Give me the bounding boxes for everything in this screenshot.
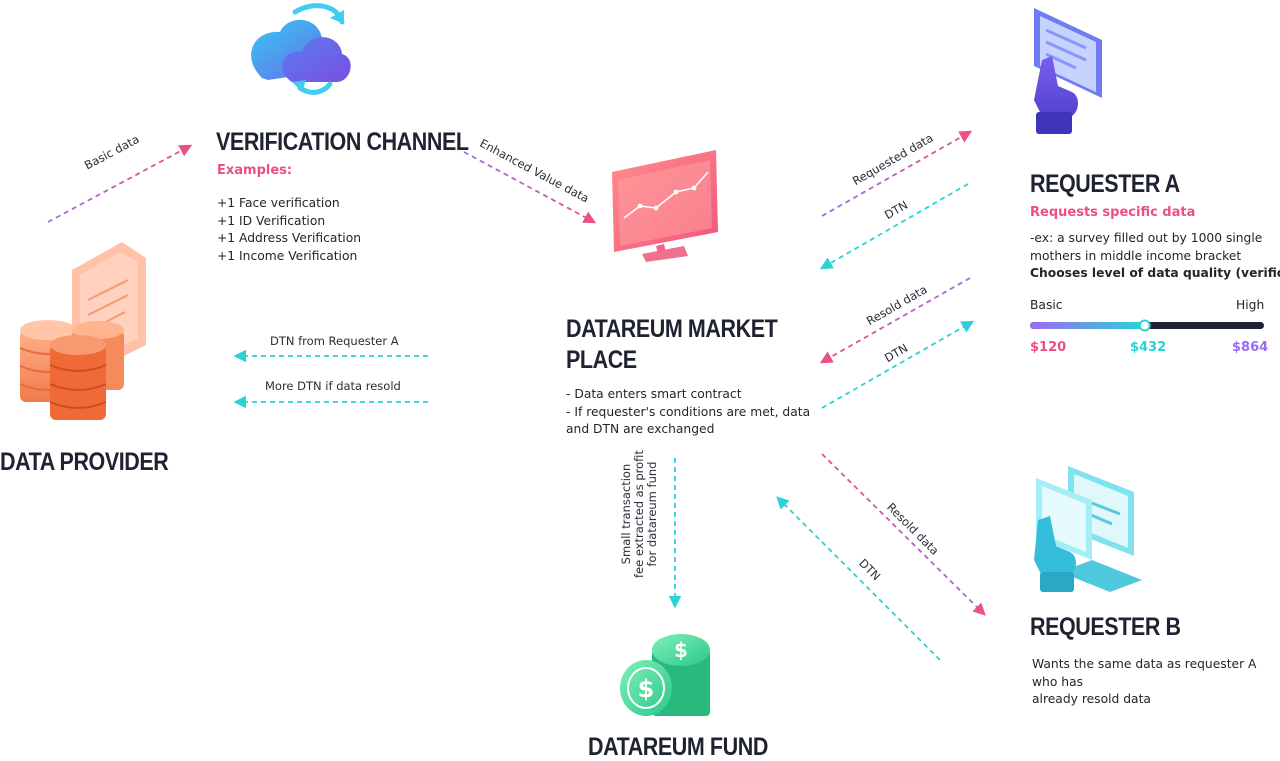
cloud-sync-icon — [251, 3, 351, 95]
requester-b-line: already resold data — [1032, 692, 1151, 706]
label-dtn-from-requester-a: DTN from Requester A — [270, 334, 399, 348]
requester-b-description: Wants the same data as requester A who h… — [1032, 656, 1280, 709]
arrow-dtn-b — [776, 496, 941, 661]
requester-a-quality-note: Chooses level of data quality (verificat… — [1030, 266, 1280, 280]
label-more-dtn: More DTN if data resold — [265, 379, 401, 393]
verification-item: +1 Face verification — [217, 196, 340, 210]
slider-fill — [1030, 322, 1145, 329]
datareum-fund-title: DATAREUM FUND — [588, 733, 768, 761]
label-fee: Small transaction fee extracted as profi… — [619, 450, 659, 578]
verification-list: +1 Face verification +1 ID Verification … — [217, 195, 361, 265]
arrow-resold-data-a — [819, 277, 971, 364]
verification-channel-title: VERIFICATION CHANNEL — [216, 128, 469, 156]
svg-text:$: $ — [638, 675, 655, 703]
requester-a-description: -ex: a survey filled out by 1000 single … — [1030, 230, 1280, 283]
verification-item: +1 ID Verification — [217, 213, 326, 228]
marketplace-title-line2: PLACE — [566, 346, 637, 374]
touch-panel-icon — [1034, 8, 1102, 134]
marketplace-description: - Data enters smart contract - If reques… — [566, 386, 810, 439]
requester-a-line: -ex: a survey filled out by 1000 single — [1030, 231, 1263, 245]
label-fee-line3: for datareum fund — [645, 461, 659, 567]
marketplace-line: - Data enters smart contract — [566, 387, 742, 401]
marketplace-title-line1: DATAREUM MARKET — [566, 315, 778, 343]
arrow-dtn-a2 — [821, 320, 975, 409]
price-high: $864 — [1232, 340, 1269, 355]
marketplace-line: - If requester's conditions are met, dat… — [566, 404, 811, 419]
marketplace-line: and DTN are exchanged — [566, 422, 715, 436]
arrow-requested-data — [821, 130, 973, 217]
coins-icon: $ $ — [620, 634, 710, 716]
price-basic: $120 — [1030, 340, 1067, 355]
requester-a-line: mothers in middle income bracket — [1030, 248, 1242, 263]
monitor-chart-icon — [612, 150, 718, 262]
arrow-resold-data-b — [821, 453, 986, 616]
verification-examples-label: Examples: — [217, 163, 293, 178]
arrow-dtn-a1 — [819, 183, 969, 270]
slider-handle[interactable] — [1138, 319, 1151, 332]
requester-b-line: Wants the same data as requester A who h… — [1032, 657, 1257, 689]
requester-a-subtitle: Requests specific data — [1030, 205, 1196, 220]
slider-min-label: Basic — [1030, 298, 1063, 312]
quality-slider[interactable] — [1030, 319, 1264, 332]
verification-item: +1 Income Verification — [217, 248, 358, 263]
price-mid: $432 — [1130, 340, 1167, 355]
verification-item: +1 Address Verification — [217, 231, 362, 245]
data-provider-title: DATA PROVIDER — [0, 448, 169, 476]
database-document-icon — [19, 242, 146, 420]
laptop-touch-icon — [1034, 466, 1142, 592]
requester-b-title: REQUESTER B — [1030, 613, 1181, 641]
arrow-enhanced-value-data — [463, 151, 597, 224]
arrow-basic-data — [47, 144, 193, 223]
slider-max-label: High — [1236, 298, 1265, 312]
svg-text:$: $ — [674, 638, 688, 662]
requester-a-title: REQUESTER A — [1030, 170, 1180, 198]
